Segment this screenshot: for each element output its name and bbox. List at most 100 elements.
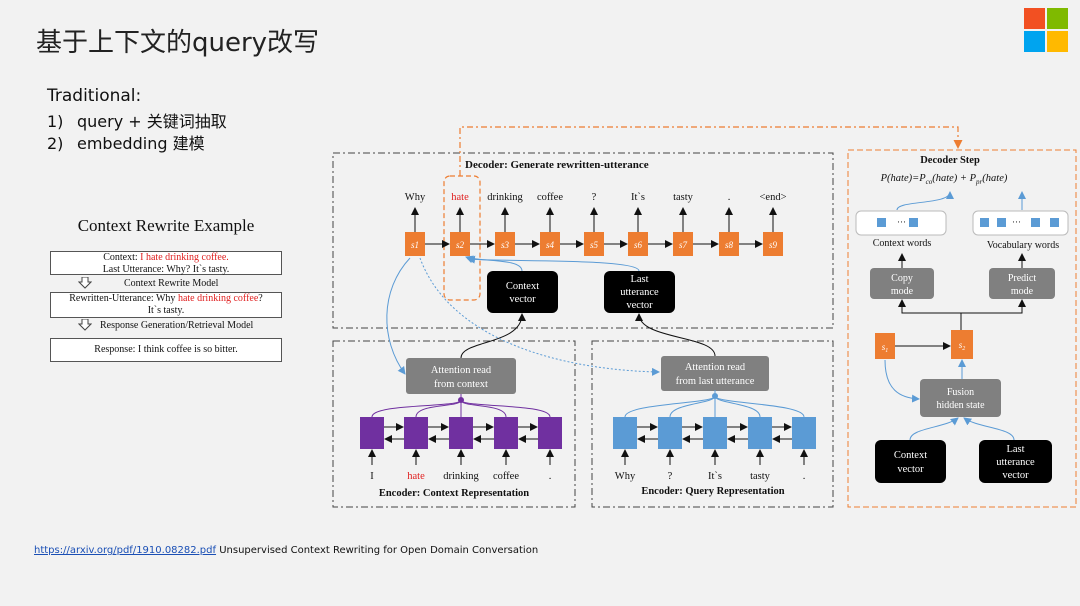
attention-to-context-vector xyxy=(460,313,526,359)
attention-utterance-label-1: Attention read xyxy=(685,362,746,373)
reference-link[interactable]: https://arxiv.org/pdf/1910.08282.pdf xyxy=(34,545,217,556)
context-vector-label-1: Context xyxy=(506,281,539,292)
utterance-to-fusion-arrow xyxy=(963,417,1015,441)
context-box: Context: I hate drinking coffee. Last Ut… xyxy=(50,251,282,275)
decoder-state-box xyxy=(495,232,515,256)
decoder-step-title: Decoder Step xyxy=(920,155,980,166)
s2-to-predict-arrow xyxy=(961,299,1026,314)
context-to-fusion-arrow xyxy=(909,417,959,441)
traditional-item-1: 1)query + 关键词抽取 xyxy=(47,108,227,132)
attention-context-label-2: from context xyxy=(434,379,488,390)
rewritten-line2: It`s tasty. xyxy=(147,305,185,316)
copy-mode-label-2: mode xyxy=(891,286,914,297)
s1-to-attention-utterance xyxy=(419,257,660,376)
attention-context-box xyxy=(406,358,516,394)
query-encoder-attention-line xyxy=(624,395,716,418)
decoder-title: Decoder: Generate rewritten-utterance xyxy=(465,159,649,171)
query-encoder-hidden-box xyxy=(703,417,727,449)
query-encoder-hidden-box xyxy=(748,417,772,449)
rewritten-suffix: ? xyxy=(258,293,263,304)
last-utterance-vector-box xyxy=(604,271,675,313)
query-encoder-input-word: tasty xyxy=(750,471,771,482)
vocabulary-words-box xyxy=(972,210,1069,236)
last-utterance-vector-label-1: Last xyxy=(630,274,648,285)
copy-mode-box xyxy=(870,268,934,299)
step-last-utterance-label-2: utterance xyxy=(996,457,1035,468)
microsoft-logo-icon xyxy=(1024,8,1068,52)
context-encoder-hidden-box xyxy=(404,417,428,449)
response-text: Response: I think coffee is so bitter. xyxy=(94,344,238,355)
context-vector-label-2: vector xyxy=(509,294,536,305)
step-s1-box xyxy=(875,333,895,359)
attention-context-label-1: Attention read xyxy=(431,365,492,376)
query-encoder-attention-line xyxy=(714,395,805,418)
predict-mode-box xyxy=(989,268,1055,299)
rewritten-box: Rewritten-Utterance: Why hate drinking c… xyxy=(50,292,282,318)
fusion-label-1: Fusion xyxy=(947,387,974,398)
traditional-item-text: embedding 建模 xyxy=(77,134,205,153)
decoder-state-box xyxy=(763,232,783,256)
query-encoder-input-word: . xyxy=(803,471,806,482)
attention-to-utterance-vector xyxy=(635,313,716,357)
step-last-utterance-label-1: Last xyxy=(1006,444,1024,455)
last-utterance-vector-label-3: vector xyxy=(626,300,653,311)
context-encoder-panel xyxy=(332,340,576,508)
vocab-word-cell xyxy=(1031,218,1040,227)
decoder-output-word: <end> xyxy=(759,192,786,203)
decoder-state-box xyxy=(450,232,470,256)
decoder-step-panel xyxy=(847,149,1077,508)
step-last-utterance-box xyxy=(979,440,1052,483)
reference-caption: Unsupervised Context Rewriting for Open … xyxy=(216,545,539,556)
attention-utterance-box xyxy=(661,356,769,391)
query-encoder-input-word: Why xyxy=(615,471,636,482)
query-encoder-hidden-box xyxy=(792,417,816,449)
zoom-connector xyxy=(459,126,963,176)
s2-to-copy-arrow xyxy=(898,299,962,330)
context-encoder-input-word: I xyxy=(370,471,374,482)
fusion-box xyxy=(920,379,1001,417)
context-encoder-title: Encoder: Context Representation xyxy=(379,488,529,499)
decoder-state-label: s6 xyxy=(634,240,643,250)
decoder-output-word: ? xyxy=(592,192,597,203)
vocab-word-cell xyxy=(980,218,989,227)
response-box: Response: I think coffee is so bitter. xyxy=(50,338,282,362)
context-vector-box xyxy=(487,271,558,313)
context-encoder-hidden-box xyxy=(360,417,384,449)
context-encoder-input-word: hate xyxy=(407,471,425,482)
attention-utterance-label-2: from last utterance xyxy=(676,376,755,387)
decoder-state-box xyxy=(719,232,739,256)
query-encoder-input-word: ? xyxy=(668,471,673,482)
down-arrow-icon xyxy=(78,319,92,331)
last-utterance-vector-label-2: utterance xyxy=(620,287,659,298)
decoder-state-label: s2 xyxy=(456,240,465,250)
traditional-heading: Traditional: xyxy=(47,86,142,106)
response-model-label: Response Generation/Retrieval Model xyxy=(100,320,254,331)
decoder-state-label: s8 xyxy=(725,240,734,250)
context-encoder-input-word: drinking xyxy=(443,471,479,482)
query-encoder-hidden-box xyxy=(658,417,682,449)
step-s2-box xyxy=(951,330,973,359)
decoder-output-word: tasty xyxy=(673,192,694,203)
decoder-panel xyxy=(332,152,834,329)
decoder-state-label: s3 xyxy=(501,240,510,250)
query-encoder-title: Encoder: Query Representation xyxy=(641,486,784,497)
vocab-word-cell xyxy=(997,218,1006,227)
decoder-output-word: It`s xyxy=(631,192,645,203)
step-s2-label: s2 xyxy=(959,340,966,352)
fusion-label-2: hidden state xyxy=(936,400,985,411)
context-encoder-hidden-box xyxy=(538,417,562,449)
decoder-state-box xyxy=(405,232,425,256)
decoder-row: s1Whys2hates3drinkings4coffees5?s6It`ss7… xyxy=(405,192,787,256)
rewritten-prefix: Rewritten-Utterance: Why xyxy=(69,293,178,304)
traditional-item-text: query + 关键词抽取 xyxy=(77,112,227,131)
step-context-vector-label-2: vector xyxy=(897,464,924,475)
context-words-box xyxy=(855,210,947,236)
context-encoder-input-word: coffee xyxy=(493,471,519,482)
traditional-item-number: 2) xyxy=(47,134,64,153)
vocabulary-words-label: Vocabulary words xyxy=(987,240,1059,251)
decoder-output-word: . xyxy=(728,192,731,203)
rewritten-red-text: hate drinking coffee xyxy=(177,293,259,304)
decoder-state-box xyxy=(628,232,648,256)
context-encoder-hidden-box xyxy=(494,417,518,449)
